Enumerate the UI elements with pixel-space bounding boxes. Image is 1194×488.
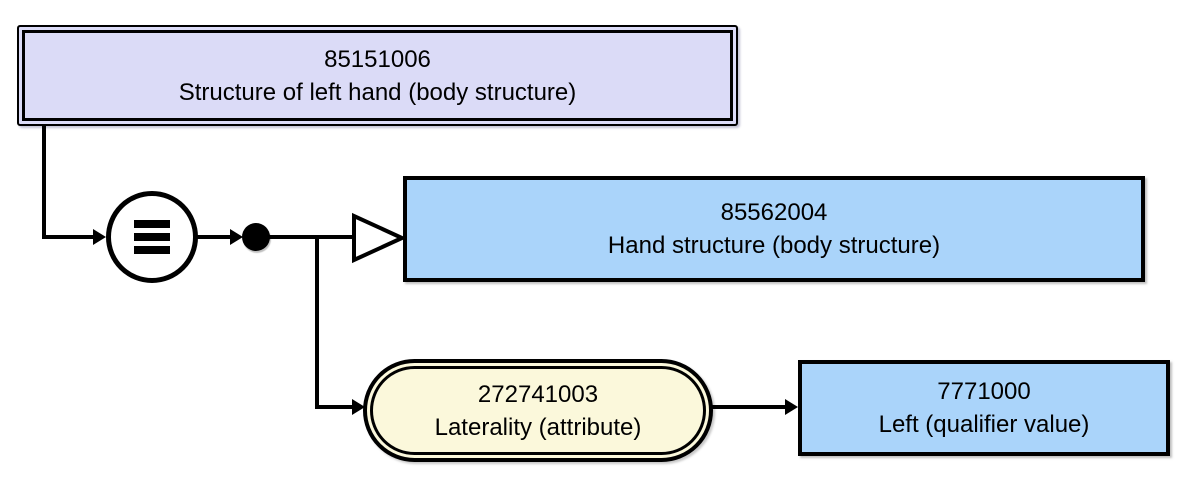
arrowhead-to-value <box>785 399 798 415</box>
attribute-box: 272741003 Laterality (attribute) <box>363 359 713 462</box>
focus-concept-label: 85151006 Structure of left hand (body st… <box>25 43 730 109</box>
value-concept-box: 7771000 Left (qualifier value) <box>798 360 1170 456</box>
connector-to-isa <box>269 235 354 239</box>
concept-term: Laterality (attribute) <box>434 413 642 441</box>
parent-concept-label: 85562004 Hand structure (body structure) <box>407 196 1141 262</box>
connector-attribute-to-value <box>711 405 786 409</box>
concept-id: 7771000 <box>937 378 1031 405</box>
conjunction-dot-icon <box>242 223 270 251</box>
attribute-inner-border: 272741003 Laterality (attribute) <box>370 366 706 455</box>
concept-id: 85562004 <box>720 199 828 226</box>
connector-to-attribute <box>315 405 353 409</box>
equivalence-bar <box>134 246 170 254</box>
arrowhead-to-attribute <box>352 399 365 415</box>
arrowhead-to-equivalence <box>93 229 106 245</box>
concept-term: Structure of left hand (body structure) <box>178 78 577 106</box>
isa-open-triangle-icon <box>352 212 407 264</box>
concept-term: Hand structure (body structure) <box>607 232 941 259</box>
concept-term: Left (qualifier value) <box>878 411 1090 438</box>
attribute-label: 272741003 Laterality (attribute) <box>373 378 703 444</box>
connector-to-equivalence <box>42 235 95 239</box>
parent-concept-box: 85562004 Hand structure (body structure) <box>403 176 1145 282</box>
value-concept-label: 7771000 Left (qualifier value) <box>802 375 1166 441</box>
connector-focus-down <box>42 124 46 237</box>
equivalence-bar <box>134 220 170 228</box>
focus-concept-box: 85151006 Structure of left hand (body st… <box>17 25 738 126</box>
concept-id: 85151006 <box>324 45 431 73</box>
equivalence-bar <box>134 233 170 241</box>
equivalent-to-icon <box>106 191 198 283</box>
connector-to-conjunction <box>197 235 231 239</box>
connector-branch-down <box>315 235 319 409</box>
concept-id: 272741003 <box>477 380 599 408</box>
focus-concept-inner-border: 85151006 Structure of left hand (body st… <box>22 30 733 121</box>
arrowhead-to-conjunction <box>230 229 243 245</box>
